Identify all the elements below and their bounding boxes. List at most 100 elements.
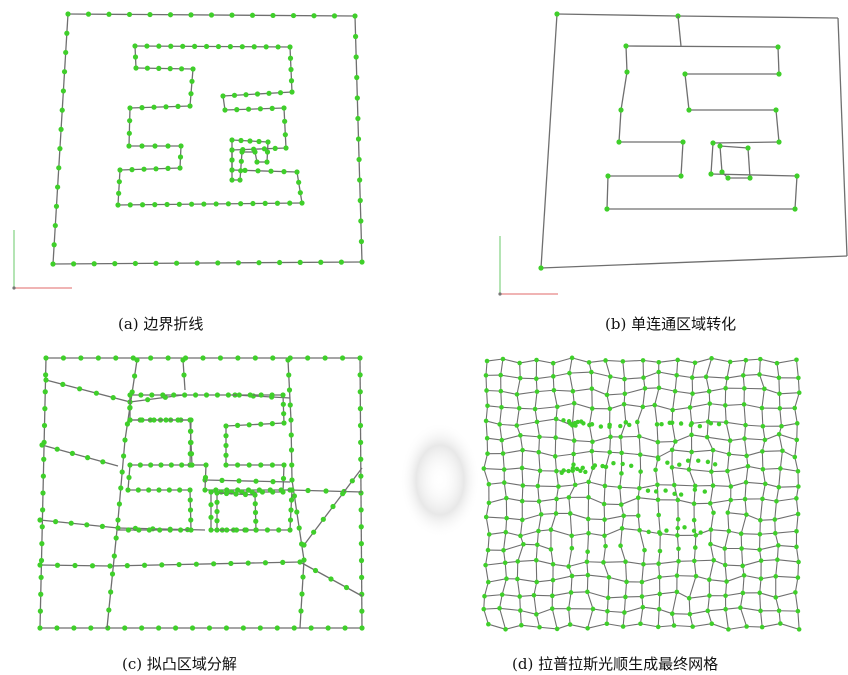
mesh-node <box>691 501 697 507</box>
mesh-edge <box>759 498 763 521</box>
mesh-edge <box>537 544 552 550</box>
mesh-edge <box>672 406 691 411</box>
mesh-edge <box>189 68 194 107</box>
mesh-edge <box>760 358 778 364</box>
mesh-node <box>689 449 694 455</box>
mesh-node <box>281 169 287 175</box>
mesh-node <box>623 43 629 49</box>
mesh-node <box>287 527 293 533</box>
mesh-edge <box>503 482 507 499</box>
mesh-edge <box>609 403 625 410</box>
mesh-edge <box>659 591 677 595</box>
mesh-edge <box>654 404 658 425</box>
mesh-edge <box>709 403 726 406</box>
mesh-edge <box>588 496 605 505</box>
mesh-edge <box>622 527 640 531</box>
mesh-edge <box>719 145 749 149</box>
mesh-edge <box>537 485 559 488</box>
mesh-edge <box>296 171 303 204</box>
mesh-node <box>287 55 294 61</box>
mesh-edge <box>485 361 488 376</box>
mesh-edge <box>726 361 731 379</box>
mesh-node <box>255 168 261 174</box>
mesh-node <box>358 541 364 547</box>
mesh-edge <box>117 169 121 206</box>
mesh-node <box>639 594 645 599</box>
mesh-node <box>607 449 613 455</box>
mesh-edge <box>638 497 659 501</box>
mesh-edge <box>760 575 776 580</box>
mesh-edge <box>725 422 731 441</box>
mesh-node <box>308 625 314 631</box>
mesh-edge <box>504 562 508 579</box>
mesh-edge <box>781 422 798 427</box>
mesh-node <box>85 455 91 461</box>
mesh-node <box>238 168 244 174</box>
mesh-node <box>137 462 143 468</box>
mesh-node <box>502 560 508 566</box>
mesh-node <box>254 91 261 97</box>
mesh-node <box>589 422 595 427</box>
mesh-edge <box>728 625 747 630</box>
mesh-edge <box>745 358 761 361</box>
mesh-edge <box>684 73 690 111</box>
mesh-edge <box>776 359 797 364</box>
mesh-edge <box>759 373 779 379</box>
mesh-edge <box>744 438 765 441</box>
mesh-node <box>678 173 684 179</box>
mesh-edge <box>657 440 676 443</box>
mesh-node <box>257 625 263 631</box>
mesh-node <box>674 573 680 578</box>
mesh-node <box>358 524 364 530</box>
mesh-edge <box>747 147 751 179</box>
mesh-edge <box>522 449 539 453</box>
mesh-edge <box>711 623 729 630</box>
mesh-node <box>608 434 613 440</box>
mesh-edge <box>671 422 676 442</box>
mesh-edge <box>568 561 588 568</box>
mesh-node <box>166 487 172 493</box>
mesh-edge <box>291 479 305 561</box>
mesh-node <box>757 372 762 377</box>
mesh-edge <box>485 375 488 391</box>
mesh-edge <box>658 560 679 565</box>
mesh-node <box>553 435 558 440</box>
mesh-node <box>566 495 572 500</box>
mesh-node <box>675 525 680 531</box>
mesh-node <box>745 463 751 469</box>
mesh-node <box>252 149 258 155</box>
mesh-node <box>500 451 506 456</box>
mesh-node <box>554 496 559 502</box>
mesh-node <box>569 573 575 579</box>
mesh-edge <box>742 360 747 376</box>
mesh-node <box>214 527 220 533</box>
mesh-node <box>656 606 662 612</box>
mesh-edge <box>776 545 779 560</box>
mesh-node <box>262 560 269 566</box>
mesh-node <box>728 497 734 503</box>
mesh-edge <box>730 438 745 442</box>
mesh-node <box>586 479 591 485</box>
mesh-edge <box>485 565 489 583</box>
mesh-edge <box>782 450 796 458</box>
mesh-edge <box>537 514 542 532</box>
mesh-edge <box>730 498 746 501</box>
mesh-node <box>520 447 525 453</box>
mesh-edge <box>706 421 709 438</box>
mesh-edge <box>759 544 779 551</box>
mesh-edge <box>709 485 714 504</box>
mesh-edge <box>574 440 593 443</box>
mesh-node <box>37 608 43 614</box>
mesh-edge <box>675 390 693 395</box>
mesh-node <box>180 43 186 49</box>
mesh-edge <box>606 175 609 210</box>
mesh-node <box>481 606 487 612</box>
mesh-node <box>723 385 728 391</box>
mesh-edge <box>741 533 760 535</box>
mesh-node <box>301 542 307 548</box>
mesh-node <box>669 447 675 453</box>
mesh-edge <box>591 450 610 453</box>
mesh-edge <box>759 578 762 593</box>
mesh-node <box>229 137 235 143</box>
mesh-edge <box>775 109 780 143</box>
